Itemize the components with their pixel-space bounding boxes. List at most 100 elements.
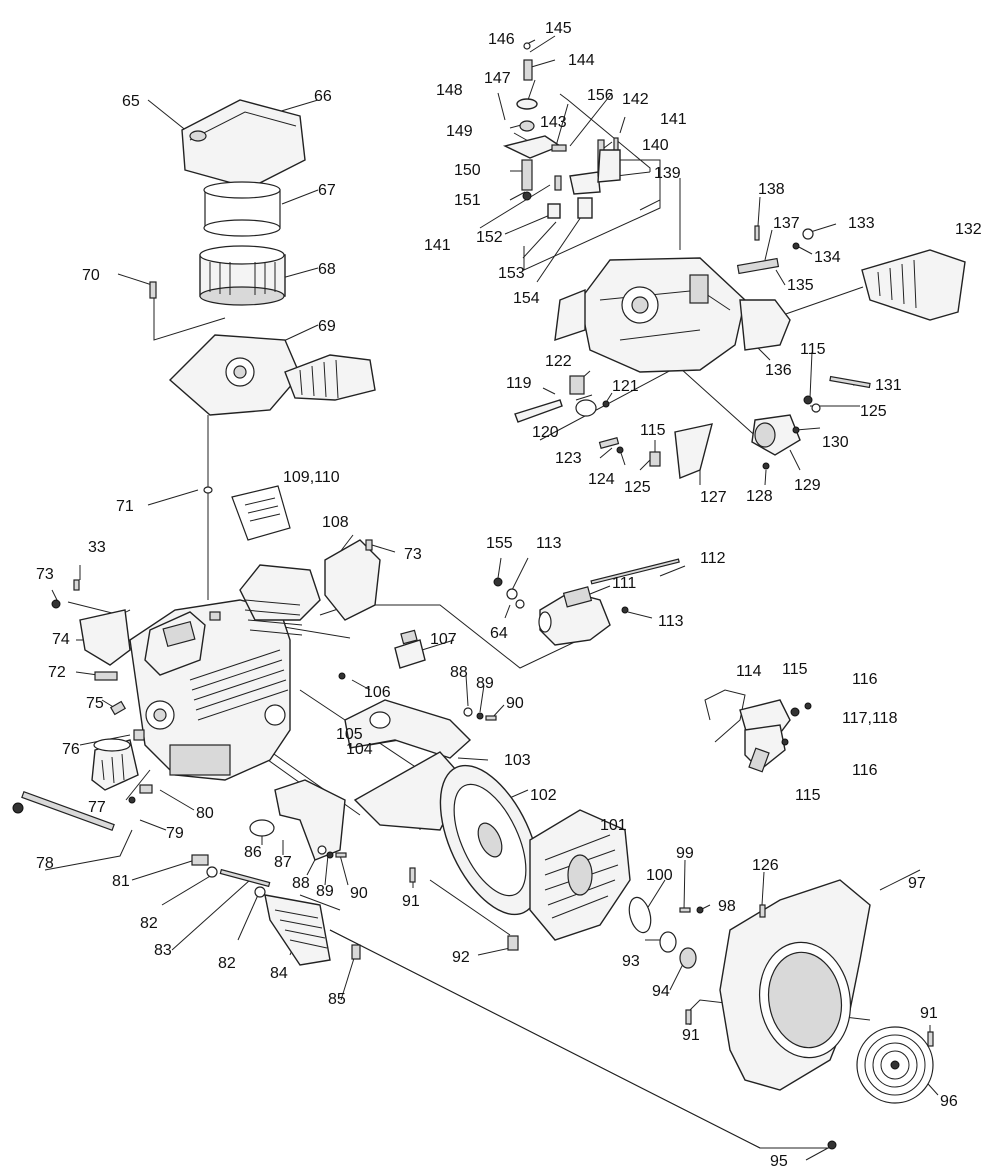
part-83-hose [219,868,271,888]
label-115-b: 115 [640,422,666,439]
part-130-nut [792,426,800,434]
part-115-bolt [803,395,813,405]
part-154-bracket [577,197,593,219]
label-141-b: 141 [424,237,451,254]
part-93-washer [659,931,677,953]
part-127-lever [674,423,713,479]
label-129: 129 [794,477,821,494]
label-74: 74 [52,631,70,648]
part-89-lockwasher-b [326,851,334,859]
label-135: 135 [787,277,814,294]
part-115-bolt-c [790,707,800,717]
part-number-labels: 146 145 144 147 156 142 148 143 141 149 … [36,20,982,1170]
part-73-screw-b [51,599,61,609]
label-156: 156 [587,87,614,104]
part-150-shaft [521,159,533,191]
label-88-b: 88 [292,875,310,892]
label-88-a: 88 [450,664,468,681]
label-82-a: 82 [140,915,158,932]
part-91-bolt-c [927,1031,934,1047]
label-70: 70 [82,267,100,284]
part-138-pin [754,225,760,241]
label-83: 83 [154,942,172,959]
label-124: 124 [588,471,615,488]
label-109-110: 109,110 [283,469,340,486]
part-125-washer [811,403,821,413]
part-86-gasket [249,819,275,837]
label-123: 123 [555,450,582,467]
label-147: 147 [484,70,511,87]
part-79-screw [128,796,136,804]
part-88-washer-b [317,845,327,855]
label-137: 137 [773,215,800,232]
label-116-b: 116 [852,762,878,779]
choke-bracket-assembly [704,689,812,773]
part-84-regulator [264,894,331,966]
flywheel-fan-assembly [409,764,704,969]
label-115-a: 115 [800,341,826,358]
label-120: 120 [532,424,559,441]
label-140: 140 [642,137,669,154]
label-76: 76 [62,741,80,758]
label-131: 131 [875,377,902,394]
label-33: 33 [88,539,106,556]
label-113-b: 113 [658,613,684,630]
engine-cylinder-head-rear [239,564,321,621]
label-139: 139 [654,165,681,182]
label-150: 150 [454,162,481,179]
part-155-screw [493,577,503,587]
part-70-bolt [149,281,157,299]
part-134-clip [792,242,800,250]
label-127: 127 [700,489,727,506]
part-75-plug [109,700,127,716]
label-99: 99 [676,845,694,862]
label-111: 111 [612,575,636,592]
part-80-clip [139,784,153,794]
label-128: 128 [746,488,773,505]
label-121: 121 [612,378,639,395]
part-74-guard [79,609,131,666]
part-81-plug [191,854,209,866]
part-64-washer [515,599,525,609]
part-151-nut [522,191,532,201]
label-102: 102 [530,787,557,804]
label-108: 108 [322,514,349,531]
label-81: 81 [112,873,130,890]
part-124-clip [616,446,624,454]
label-75: 75 [86,695,104,712]
part-147-washer [516,98,538,110]
label-149: 149 [446,123,473,140]
label-98: 98 [718,898,736,915]
part-66-cover [181,99,306,189]
label-84: 84 [270,965,288,982]
part-94-nut [679,947,697,969]
oil-drain-assembly [12,784,361,966]
label-90-a: 90 [506,695,524,712]
label-100: 100 [646,867,673,884]
part-116-screw-a [804,702,812,710]
label-91-b: 91 [682,1027,700,1044]
label-94: 94 [652,983,670,1000]
part-152-block [547,203,561,219]
label-148: 148 [436,82,463,99]
label-86: 86 [244,844,262,861]
part-116-screw-b [781,738,789,746]
part-131-rod [829,375,871,389]
engine-block [129,564,321,781]
part-92-clip [507,935,519,951]
part-73-screw-a [365,539,373,551]
label-145: 145 [545,20,572,37]
part-65-knob [189,130,207,142]
label-92: 92 [452,949,470,966]
part-76-fitting [133,729,145,741]
label-134: 134 [814,249,841,266]
label-101: 101 [600,817,627,834]
part-71-seal [203,486,213,494]
label-67: 67 [318,182,336,199]
label-95: 95 [770,1153,788,1170]
part-146-pin [523,42,531,50]
label-91-a: 91 [402,893,420,910]
part-109-110-label [231,485,291,541]
label-113-a: 113 [536,535,562,552]
label-73-a: 73 [404,546,422,563]
